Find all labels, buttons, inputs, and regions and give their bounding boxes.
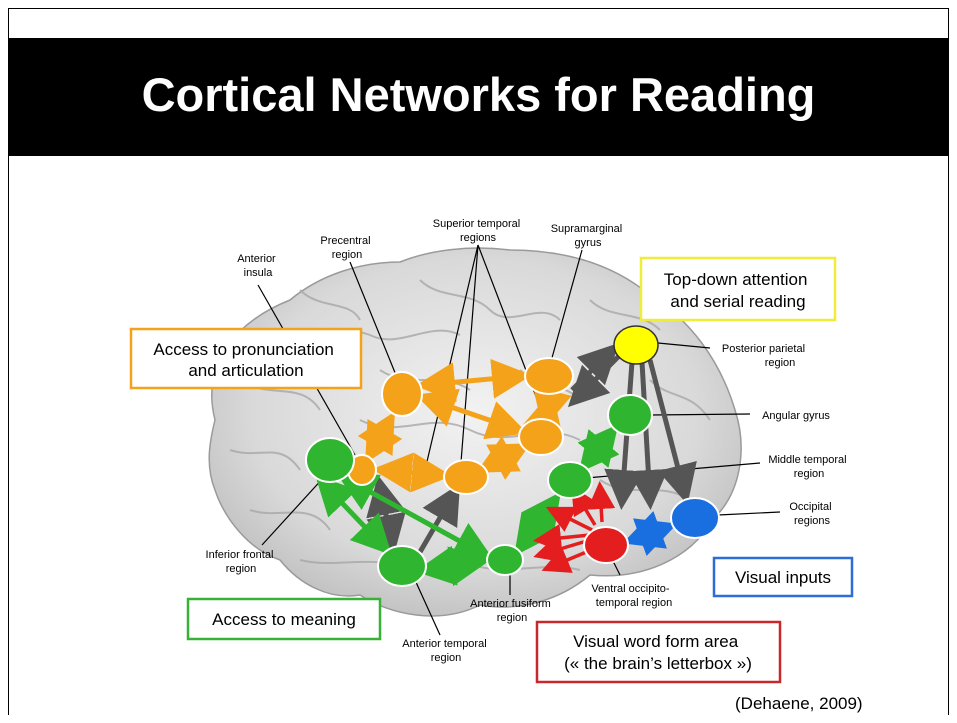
- node-anterior-fusiform: [486, 544, 524, 576]
- node-superior-temporal-upper: [518, 418, 564, 456]
- node-inferior-frontal: [305, 437, 355, 483]
- label-middle-temporal: Middle temporal region: [768, 454, 849, 480]
- region-nodes: [305, 325, 720, 587]
- slide-frame: [8, 8, 949, 715]
- title-bar: [8, 38, 949, 156]
- label-ventral-occipito-temporal: Ventral occipito- temporal region: [591, 583, 672, 609]
- svg-text:Visual word form area: Visual word form area (« the brain’s let…: [564, 632, 752, 673]
- box-access-to-meaning: Access to meaning: [186, 597, 382, 641]
- box-pronunciation: Access to pronunciation and articulation: [129, 327, 363, 390]
- label-inferior-frontal: Inferior frontal region: [206, 549, 277, 575]
- svg-text:Top-down attention and: Top-down attention and serial reading: [664, 270, 812, 311]
- label-posterior-parietal: Posterior parietal region: [722, 343, 808, 369]
- node-precentral: [381, 371, 423, 417]
- svg-text:Visual inputs: Visual inputs: [735, 568, 831, 587]
- node-supramarginal: [524, 357, 574, 395]
- node-occipital: [670, 497, 720, 539]
- citation: (Dehaene, 2009): [735, 694, 863, 713]
- annotation-boxes: Access to pronunciation and articulation…: [129, 256, 854, 684]
- label-anterior-fusiform: Anterior fusiform region: [470, 598, 554, 624]
- node-ventral-occipito-temporal: [583, 526, 629, 564]
- node-posterior-parietal: [613, 325, 659, 365]
- box-visual-word-form-area: Visual word form area (« the brain’s let…: [535, 620, 782, 684]
- node-anterior-temporal: [377, 545, 427, 587]
- node-middle-temporal: [547, 461, 593, 499]
- blue-connection: [622, 510, 678, 557]
- svg-text:Access to pronunciation: Access to pronunciation and articulation: [153, 340, 338, 380]
- label-precentral: Precentral region: [320, 235, 373, 261]
- svg-text:Access to meaning: Access to meaning: [212, 610, 356, 629]
- node-superior-temporal-lower: [443, 459, 489, 495]
- node-angular-gyrus: [607, 394, 653, 436]
- region-labels: Anterior insula Precentral region Superi…: [206, 218, 849, 664]
- label-supramarginal: Supramarginal gyrus: [551, 223, 626, 249]
- box-visual-inputs: Visual inputs: [712, 556, 854, 598]
- label-anterior-insula: Anterior insula: [237, 253, 279, 279]
- label-angular-gyrus: Angular gyrus: [762, 410, 830, 422]
- box-top-down-attention: Top-down attention and serial reading: [639, 256, 837, 322]
- slide-title: Cortical Networks for Reading: [141, 68, 816, 121]
- label-superior-temporal: Superior temporal regions: [433, 218, 524, 244]
- label-anterior-temporal: Anterior temporal region: [402, 638, 489, 664]
- label-occipital: Occipital regions: [789, 501, 834, 527]
